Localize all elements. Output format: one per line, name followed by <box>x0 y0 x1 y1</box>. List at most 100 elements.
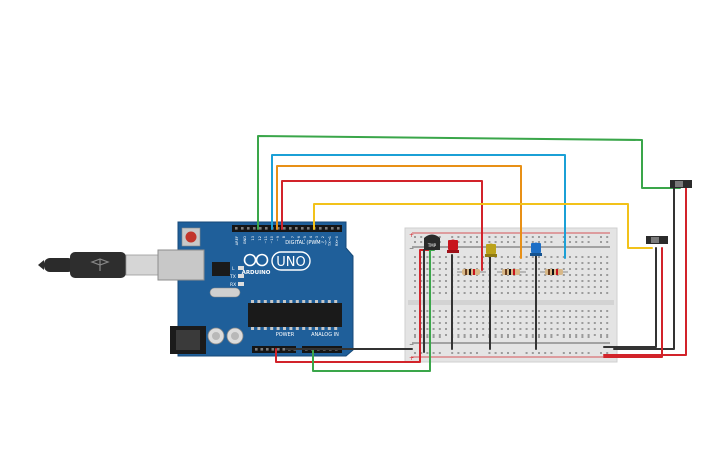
chip-pin <box>276 300 280 303</box>
breadboard-hole <box>507 292 509 294</box>
breadboard-hole <box>500 328 503 330</box>
temperature-sensor[interactable]: TMP <box>424 234 440 251</box>
breadboard-hole <box>562 310 565 312</box>
breadboard-hole <box>482 286 485 288</box>
pin-11-label: ~11 <box>264 236 268 244</box>
smd-led-l <box>238 266 244 270</box>
resistor-1[interactable] <box>457 269 486 275</box>
breadboard-hole <box>575 286 578 288</box>
breadboard-hole <box>562 274 565 276</box>
resistor-2-band-1 <box>505 269 507 275</box>
breadboard-rail-hole <box>513 241 516 243</box>
usb-cable[interactable] <box>38 252 159 278</box>
breadboard-hole <box>445 280 447 282</box>
breadboard-hole <box>531 328 534 330</box>
breadboard-hole <box>476 328 478 330</box>
breadboard-hole <box>581 262 584 264</box>
breadboard-hole <box>606 310 609 312</box>
digital-pin-hole <box>325 227 328 230</box>
breadboard-rail-hole <box>562 241 565 243</box>
breadboard-hole <box>606 316 609 318</box>
breadboard[interactable]: + − − + <box>404 227 618 363</box>
breadboard-hole <box>500 316 503 318</box>
breadboard-hole <box>519 316 522 318</box>
chip-pin <box>289 300 293 303</box>
breadboard-hole <box>562 256 565 258</box>
breadboard-hole <box>544 292 547 294</box>
slide-switch-1-knob[interactable] <box>675 181 683 187</box>
breadboard-rail-hole <box>476 352 478 354</box>
breadboard-hole <box>476 262 478 264</box>
breadboard-hole <box>569 256 571 258</box>
breadboard-hole <box>569 262 571 264</box>
led-blue[interactable] <box>530 242 542 257</box>
slide-switch-2[interactable] <box>646 236 668 244</box>
breadboard-hole <box>445 268 447 270</box>
breadboard-hole <box>445 274 447 276</box>
chip-pin <box>315 300 318 303</box>
chip-pin <box>263 327 267 330</box>
breadboard-hole <box>414 334 416 336</box>
breadboard-hole <box>457 310 460 312</box>
breadboard-hole <box>432 310 435 312</box>
usb-cable-strain-relief <box>44 258 74 272</box>
breadboard-rail-hole <box>531 352 534 354</box>
chip-pin <box>327 327 331 330</box>
reset-button[interactable] <box>185 231 197 243</box>
breadboard-rail-hole <box>494 241 497 243</box>
wire-orange-pin10-to-yellow-led[interactable] <box>276 165 522 259</box>
breadboard-rail-hole <box>500 241 503 243</box>
wire-yellow-pin5-to-switch[interactable] <box>313 203 653 249</box>
chip-pin <box>334 300 338 303</box>
breadboard-hole <box>469 316 472 318</box>
breadboard-hole <box>420 280 423 282</box>
breadboard-rail-hole <box>562 236 565 238</box>
breadboard-hole <box>600 280 602 282</box>
chip-pin <box>283 300 286 303</box>
breadboard-rail-hole <box>438 352 441 354</box>
chip-pin <box>263 300 267 303</box>
breadboard-rail-hole <box>562 336 565 338</box>
led-yellow[interactable] <box>485 243 497 258</box>
wire-black-rail-to-switch2[interactable] <box>603 247 657 348</box>
breadboard-rail-hole <box>575 236 578 238</box>
breadboard-hole <box>525 328 528 330</box>
breadboard-hole <box>569 274 571 276</box>
breadboard-hole <box>432 322 435 324</box>
wire-red-pin9-to-red-led[interactable] <box>281 180 483 271</box>
digital-pin-hole <box>265 227 268 230</box>
breadboard-rail-hole <box>544 236 547 238</box>
wire-green-pin13-to-switch[interactable] <box>257 135 681 230</box>
breadboard-hole <box>463 292 466 294</box>
breadboard-hole <box>581 274 584 276</box>
arduino-uno-board[interactable]: L TX RX ARDUINO UNO AREF GND 13 12 ~11 ~… <box>157 221 354 357</box>
breadboard-hole <box>414 286 416 288</box>
breadboard-hole <box>525 262 528 264</box>
led-red[interactable] <box>447 239 459 254</box>
breadboard-hole <box>525 322 528 324</box>
breadboard-rail-hole <box>600 352 602 354</box>
breadboard-hole <box>445 256 447 258</box>
breadboard-hole <box>420 256 423 258</box>
wire-blue-pin11-to-blue-led[interactable] <box>271 154 566 259</box>
breadboard-hole <box>538 274 540 276</box>
breadboard-rail-hole <box>463 236 466 238</box>
slide-switch-2-knob[interactable] <box>651 237 659 243</box>
wire-red-rail-to-switch1[interactable] <box>603 187 687 356</box>
resistor-3[interactable] <box>540 269 568 275</box>
pin-6-label: ~6 <box>297 235 301 241</box>
breadboard-hole <box>544 286 547 288</box>
breadboard-hole <box>457 316 460 318</box>
wire-red-rail-to-switch2[interactable] <box>603 247 663 358</box>
wire-black-rail-to-switch1[interactable] <box>613 187 675 350</box>
tx-label: TX <box>229 274 236 280</box>
breadboard-hole <box>426 280 429 282</box>
digital-pin-hole <box>331 227 334 230</box>
breadboard-hole <box>600 262 602 264</box>
breadboard-hole <box>469 286 472 288</box>
breadboard-hole <box>538 334 540 336</box>
breadboard-rail-hole <box>414 336 416 338</box>
slide-switch-1[interactable] <box>670 180 692 188</box>
resistor-2[interactable] <box>497 269 526 275</box>
